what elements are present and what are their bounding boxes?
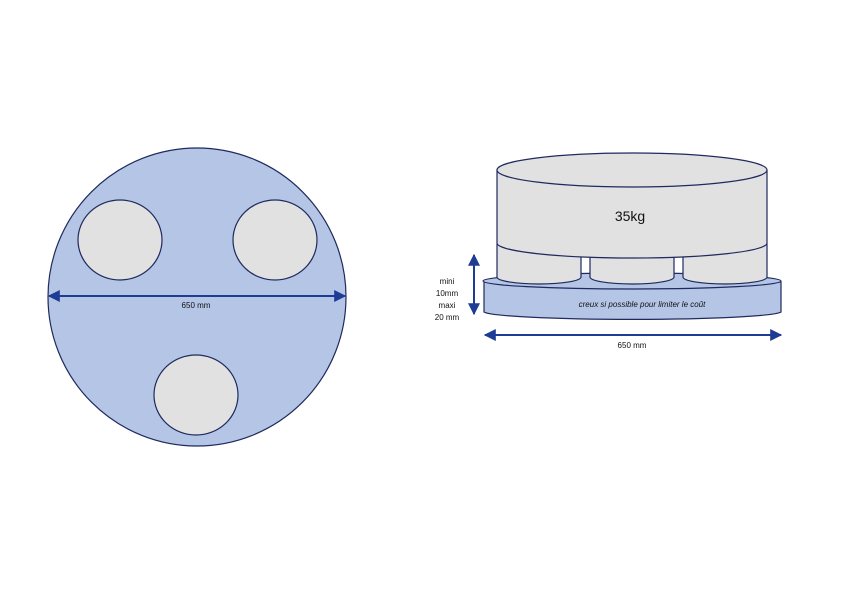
thickness-line-1: mini: [440, 277, 455, 286]
side-view-dimension-label: 650 mm: [618, 341, 647, 350]
thickness-line-4: 20 mm: [435, 313, 460, 322]
side-view-weight-top: [496, 152, 768, 188]
weight-label: 35kg: [615, 208, 645, 224]
thickness-line-3: maxi: [439, 301, 456, 310]
base-note: creux si possible pour limiter le coût: [579, 300, 706, 309]
top-view-foot-bottom: [153, 354, 239, 436]
top-view-foot-right: [232, 199, 318, 281]
side-view-base-plate: [483, 281, 782, 320]
side-view-weight-body: [496, 169, 768, 259]
side-view: 35kg creux si possible pour limiter le c…: [435, 152, 783, 350]
top-view-dimension-label: 650 mm: [182, 301, 211, 310]
top-view: 650 mm: [47, 147, 347, 447]
thickness-line-2: 10mm: [436, 289, 459, 298]
top-view-foot-left: [77, 199, 163, 281]
